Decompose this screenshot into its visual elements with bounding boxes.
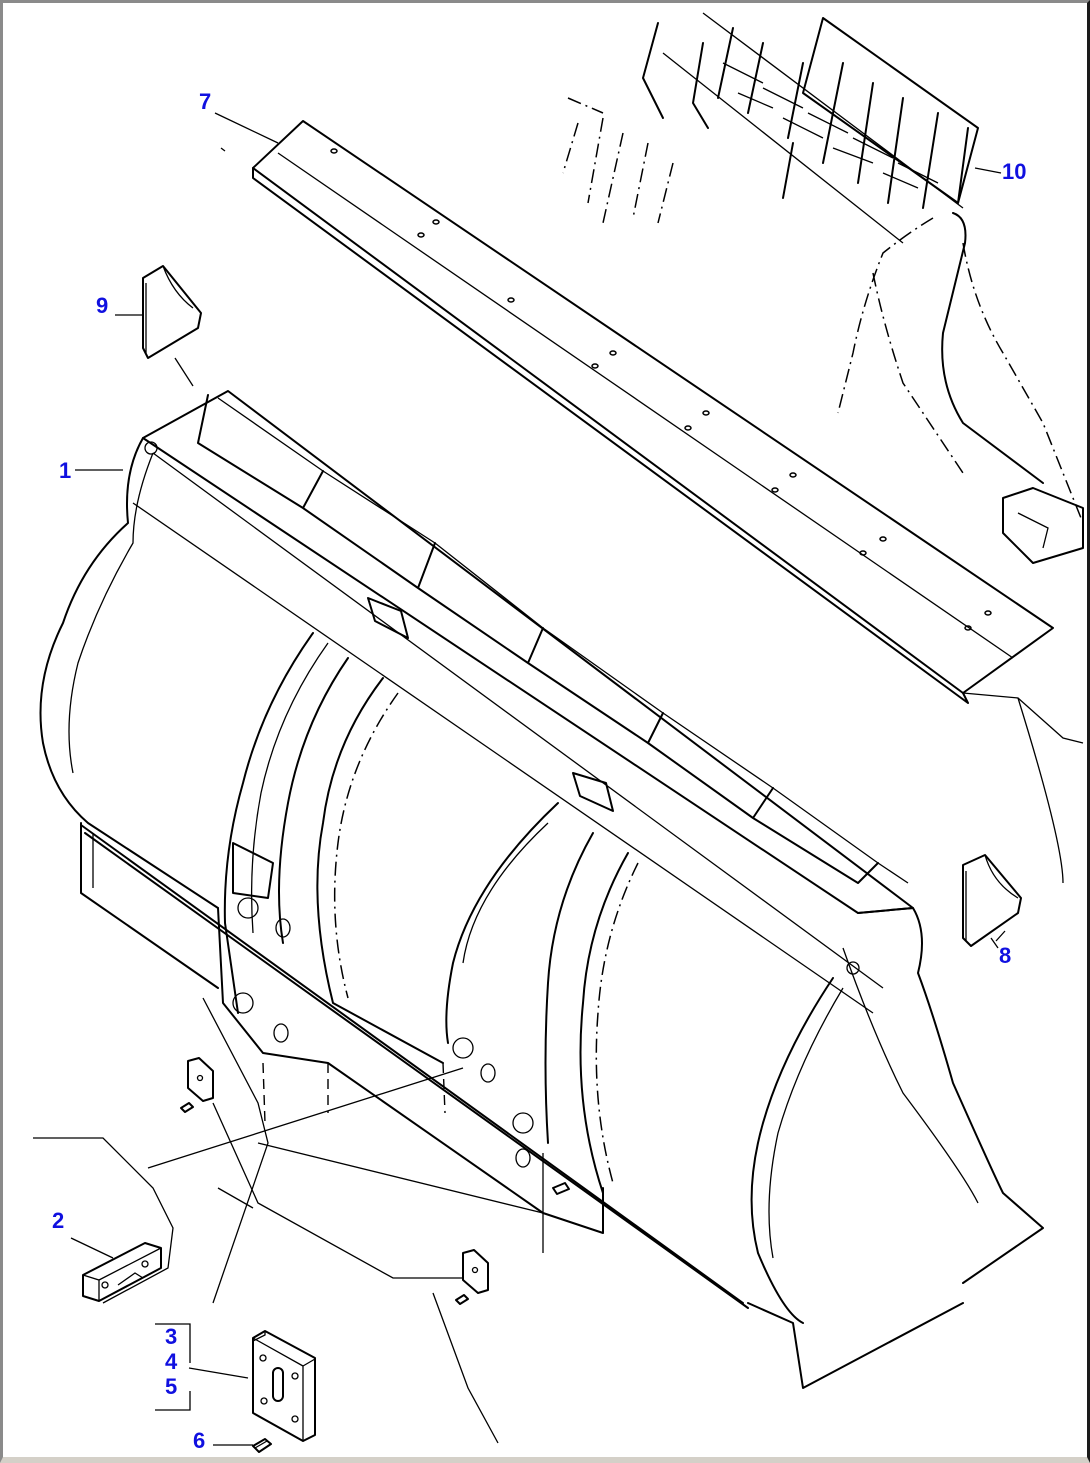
- callout-8[interactable]: 8: [999, 943, 1012, 968]
- callout-2[interactable]: 2: [52, 1208, 65, 1233]
- callout-4[interactable]: 4: [165, 1349, 178, 1374]
- small-retainer-plates-drawing: [180, 1057, 570, 1305]
- callout-5[interactable]: 5: [165, 1374, 178, 1399]
- callout-9[interactable]: 9: [96, 293, 109, 318]
- cutting-edge-drawing: [252, 120, 1084, 884]
- bucket-body-drawing: [39, 390, 1044, 1389]
- bolt-drawing: [252, 1438, 272, 1453]
- callout-7[interactable]: 7: [199, 89, 212, 114]
- callout-1[interactable]: 1: [59, 458, 72, 483]
- teeth-assembly-drawing: [562, 12, 1084, 564]
- callout-group-3-4-5: 3 4 5: [165, 1324, 177, 1399]
- callout-3[interactable]: 3: [165, 1324, 178, 1349]
- callout-10[interactable]: 10: [1002, 159, 1027, 184]
- left-wear-plate-drawing: [142, 265, 202, 387]
- retainer-bar-drawing: [82, 1242, 162, 1302]
- bucket-line-art: [33, 12, 1084, 1453]
- callout-6[interactable]: 6: [193, 1428, 206, 1453]
- leader-lines: [33, 112, 1006, 1446]
- right-wear-plate-drawing: [962, 854, 1022, 949]
- plate-drawing: [252, 1330, 316, 1442]
